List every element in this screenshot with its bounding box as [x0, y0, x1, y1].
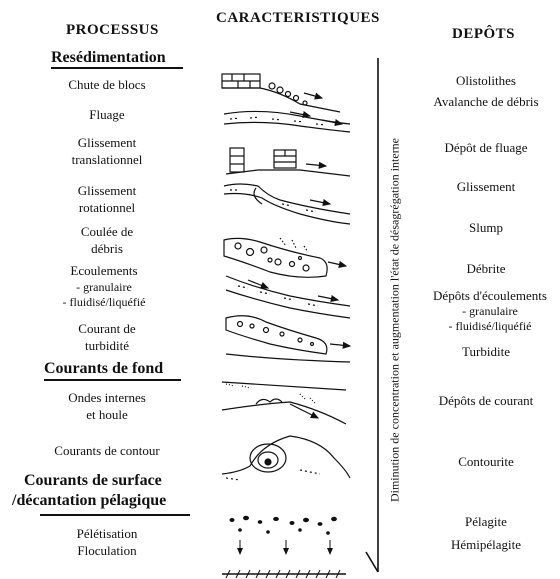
sketch-ondes-internes	[222, 382, 346, 424]
sketch-pelagite	[222, 516, 346, 578]
sketch-fluage	[224, 111, 350, 132]
sketch-courants-contour	[222, 436, 350, 480]
sketch-chute-de-blocs	[222, 74, 340, 112]
sketch-glissement-translationnel	[226, 148, 350, 176]
sketch-glissement-rotationnel	[224, 184, 350, 224]
sketch-coulee-de-debris	[224, 238, 346, 277]
axis-line	[366, 58, 378, 572]
sketch-ecoulements	[226, 276, 350, 318]
sketch-courant-turbidite	[226, 316, 350, 362]
